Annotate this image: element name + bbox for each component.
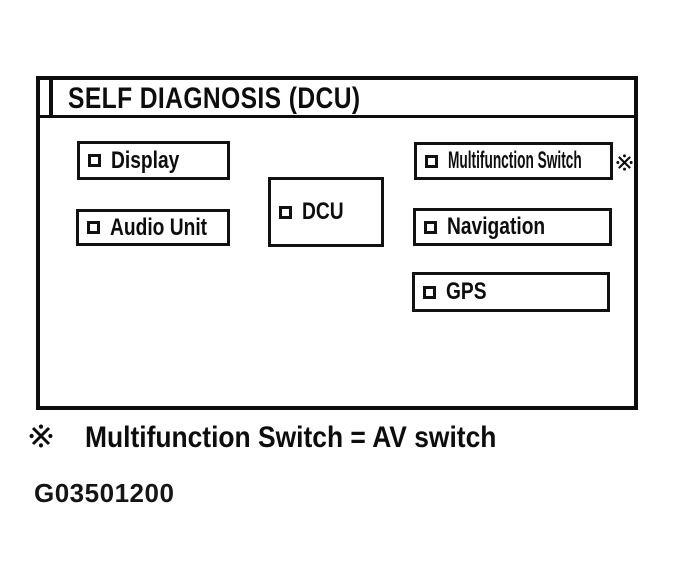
- reference-mark-icon: [29, 424, 53, 448]
- figure-id: G03501200: [34, 478, 175, 508]
- node-dcu: DCU: [268, 177, 384, 247]
- reference-mark-icon: [616, 154, 633, 171]
- checkbox-icon: [424, 220, 437, 234]
- checkbox-icon: [87, 221, 100, 234]
- node-audio-unit: Audio Unit: [76, 209, 230, 246]
- node-label: GPS: [446, 278, 487, 305]
- checkbox-icon: [279, 205, 292, 219]
- node-gps: GPS: [412, 272, 610, 312]
- node-display: Display: [77, 141, 230, 180]
- node-label: DCU: [302, 198, 344, 225]
- checkbox-icon: [88, 154, 101, 167]
- node-label: Multifunction Switch: [448, 147, 582, 174]
- node-label: Navigation: [447, 213, 546, 240]
- checkbox-icon: [425, 154, 438, 168]
- title-bar: SELF DIAGNOSIS (DCU): [40, 80, 634, 118]
- node-multifunction-switch: Multifunction Switch: [414, 142, 613, 180]
- title-bar-accent: [49, 80, 53, 115]
- page-title: SELF DIAGNOSIS (DCU): [68, 82, 361, 115]
- node-label: Display: [111, 146, 180, 174]
- node-navigation: Navigation: [413, 208, 612, 246]
- node-label: Audio Unit: [110, 213, 208, 241]
- footnote-text: Multifunction Switch = AV switch: [85, 421, 497, 454]
- checkbox-icon: [423, 285, 436, 299]
